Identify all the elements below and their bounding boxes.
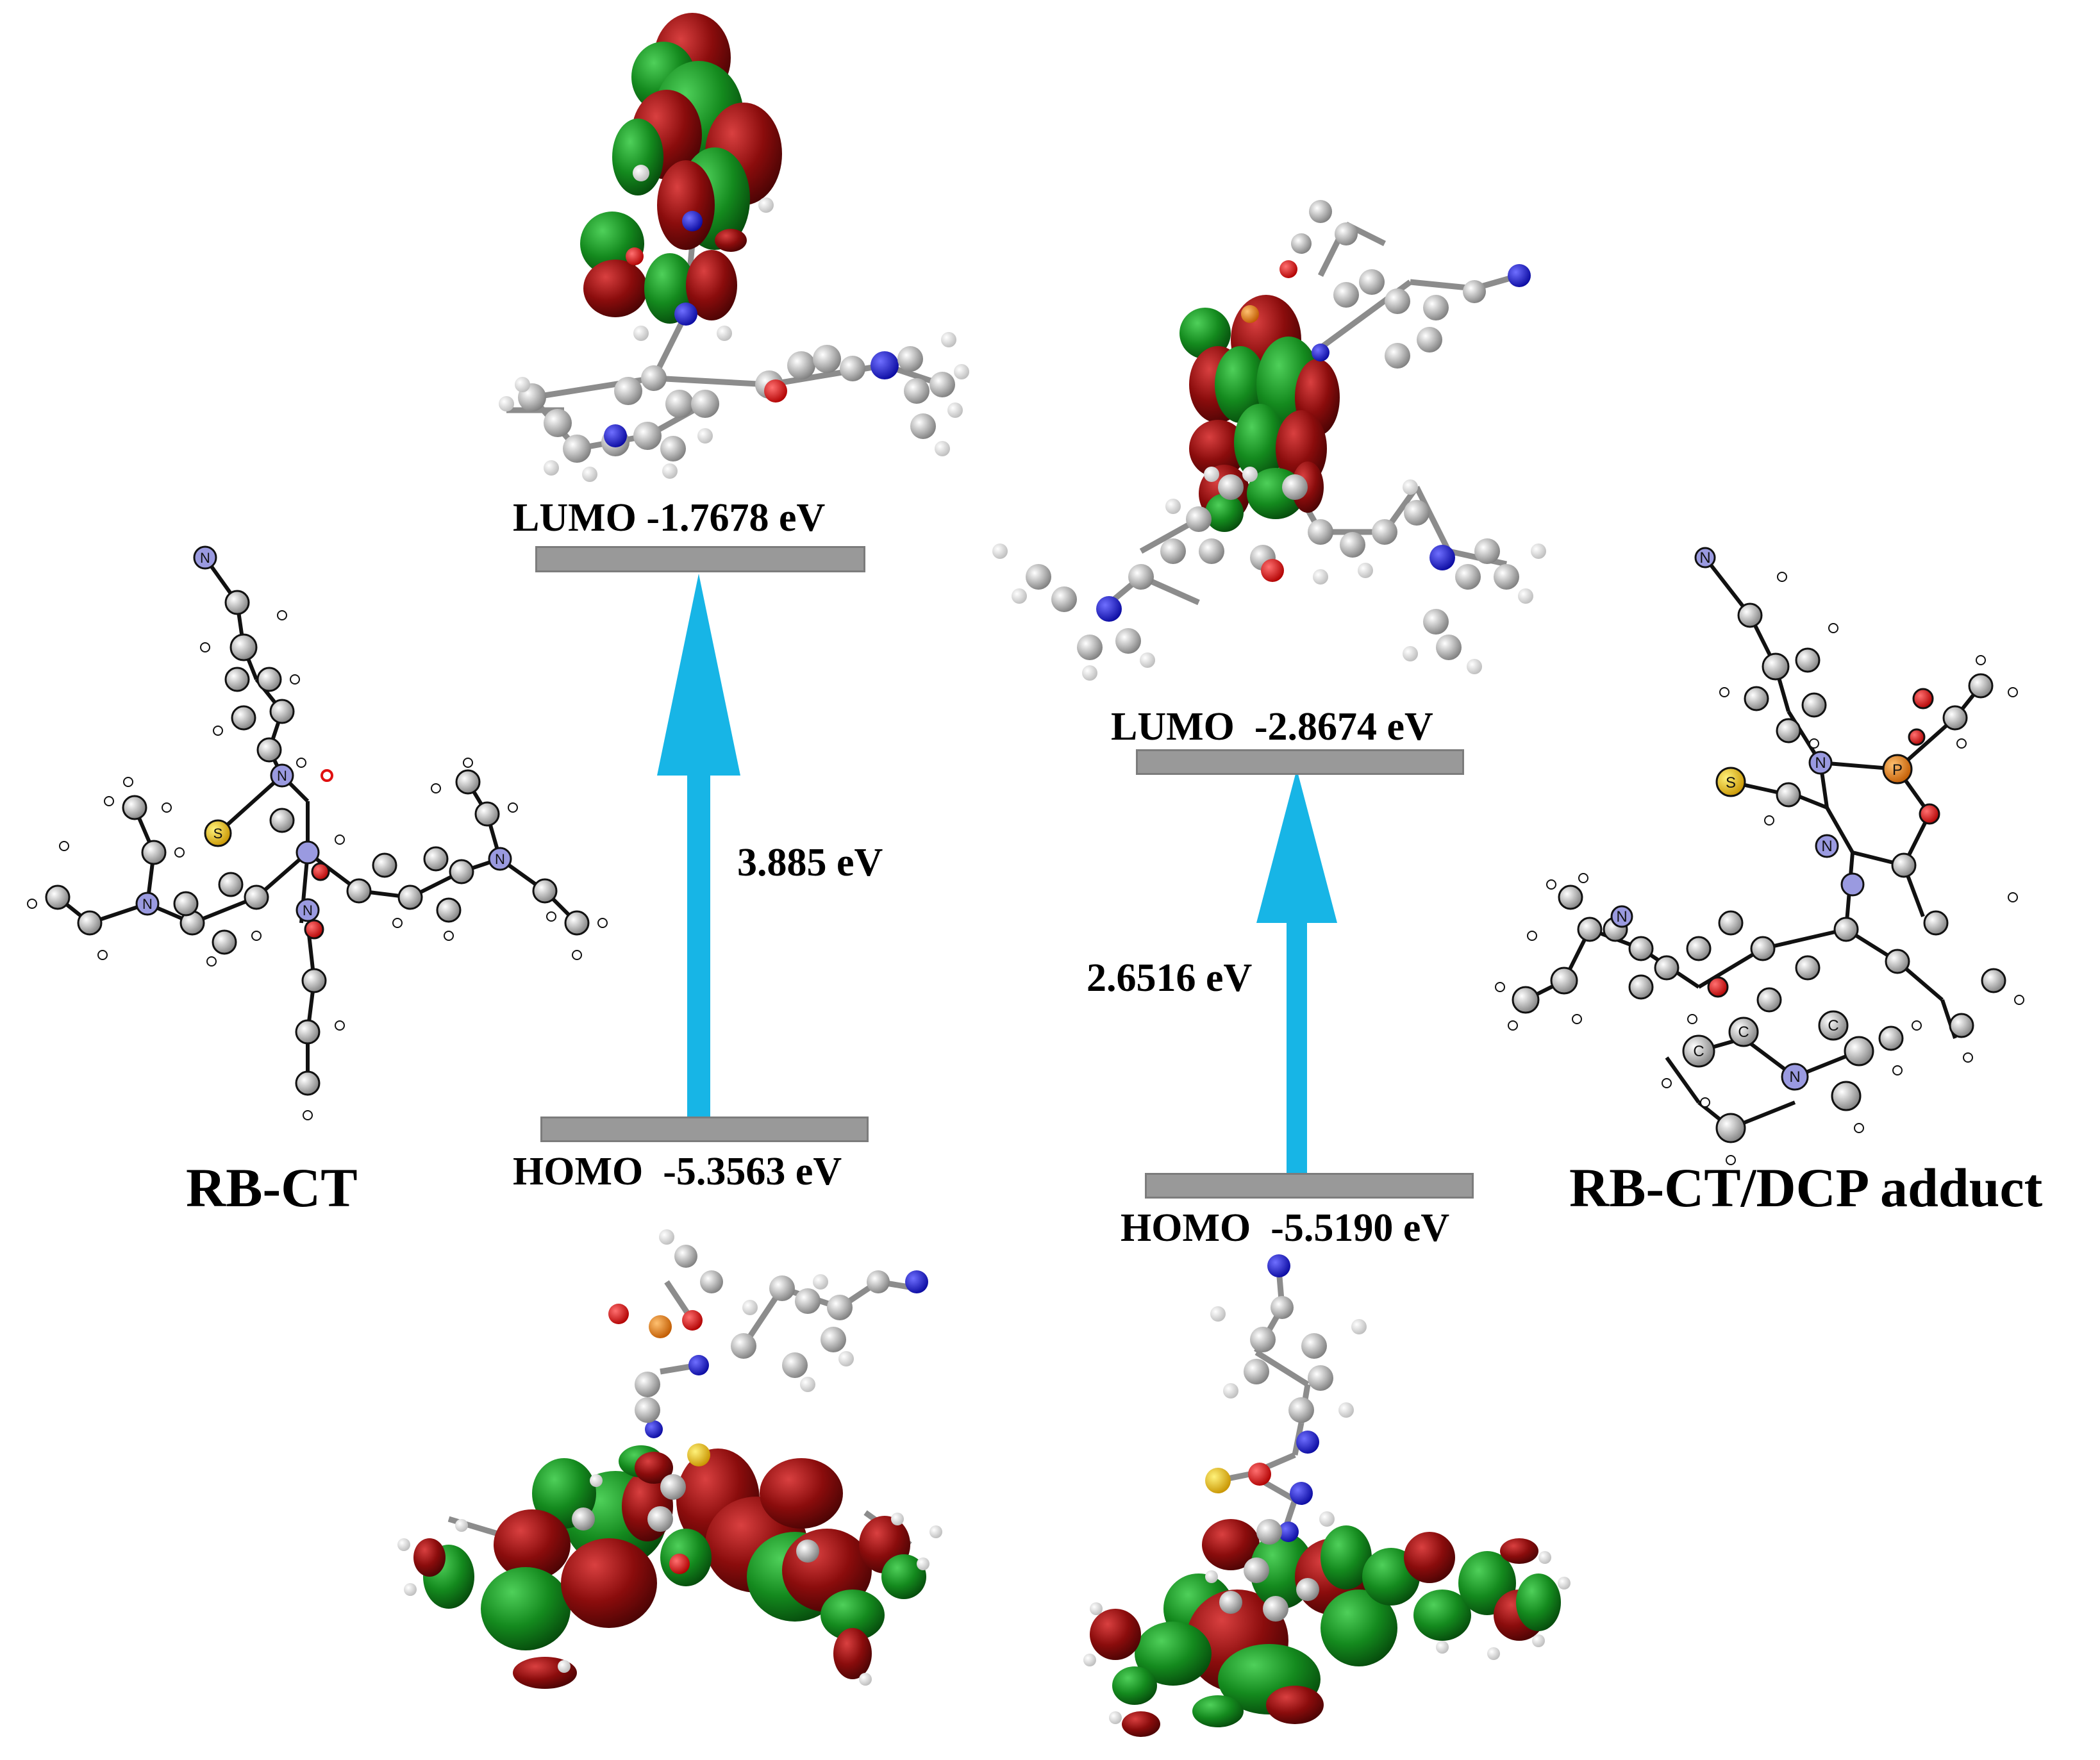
adduct-lumo-label: LUMO -2.8674 eV [1111,705,1433,749]
adduct-lumo-lobes [1179,295,1340,532]
rbct-atom-label-s: S [213,826,223,842]
rbct-lumo-lobes [580,13,782,324]
adduct-homo-atoms [1083,1254,1571,1724]
rbct-atoms [45,545,590,1096]
adduct-atom-label-c: C [1693,1043,1704,1060]
adduct-atom-label-n: N [1821,838,1832,855]
rbct-hydrogens [27,610,608,1120]
adduct-homo-label: HOMO -5.5190 eV [1121,1206,1450,1250]
rbct-bonds [56,556,579,1090]
adduct-atom-label-p: P [1892,761,1903,779]
rbct-gap-arrow [657,574,740,1118]
adduct-lumo-level-bar [1136,749,1464,775]
adduct-gap-arrow [1256,769,1337,1176]
adduct-structure: N S P N N N C C C N [1495,547,2024,1165]
rbct-atom-letters: N S N N N N [142,550,505,918]
adduct-title: RB-CT/DCP adduct [1569,1157,2043,1218]
adduct-atom-label-n: N [1616,908,1627,926]
adduct-atom-label-n: N [1699,549,1710,567]
rbct-lumo-label: LUMO -1.7678 eV [513,496,826,540]
rbct-homo-label: HOMO -5.3563 eV [513,1150,842,1193]
adduct-atom-label-c: C [1828,1017,1838,1034]
adduct-homo-orbital-structure [1083,1254,1571,1737]
rbct-lumo-orbital-structure [499,13,969,482]
adduct-atom-letters: N S P N N N C C C N [1616,549,1903,1086]
rbct-atom-label-n: N [200,550,210,566]
adduct-atom-label-s: S [1726,774,1736,792]
adduct-hydrogens [1495,572,2024,1165]
rbct-lumo-atoms [499,165,969,482]
adduct-atom-label-n: N [1815,754,1826,772]
adduct-homo-level-bar [1145,1173,1474,1199]
rbct-homo-level-bar [540,1117,869,1142]
rbct-atom-label-n: N [303,902,313,918]
rbct-title: RB-CT [186,1157,358,1218]
adduct-atoms [1512,547,2006,1143]
rbct-atom-label-n: N [142,896,153,912]
rbct-lumo-level-bar [535,546,865,572]
rbct-atom-label-n: N [277,768,287,784]
adduct-lumo-orbital-structure [992,200,1546,681]
adduct-atom-label-n: N [1789,1068,1800,1086]
adduct-atom-label-c: C [1738,1024,1749,1041]
rbct-atom-label-n: N [495,851,505,867]
adduct-gap-label: 2.6516 eV [1087,956,1253,1000]
rbct-gap-label: 3.885 eV [737,841,883,884]
adduct-homo-lobes [1090,1519,1561,1737]
rbct-homo-orbital-structure [397,1229,942,1689]
rbct-structure: N S N N N N [27,545,608,1120]
adduct-lumo-atoms [992,200,1546,681]
rbct-homo-atoms [397,1229,942,1686]
